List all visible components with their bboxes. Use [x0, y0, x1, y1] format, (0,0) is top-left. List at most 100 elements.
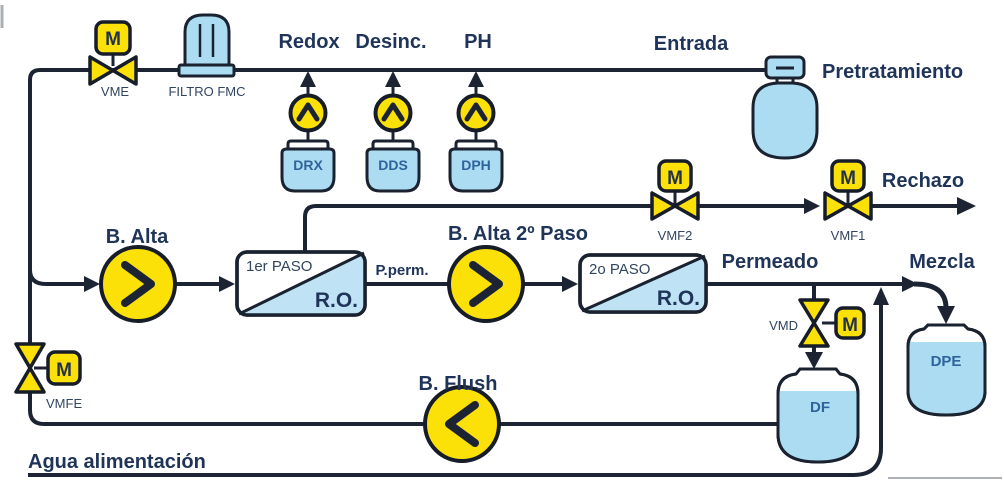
- ro-box-outline: [578, 253, 708, 314]
- label-vme: VME: [101, 84, 130, 99]
- dosing-tank-dph: [448, 147, 504, 193]
- pump-b-alta[interactable]: [99, 245, 177, 323]
- pipe-feed-rail-and-flush: [28, 68, 778, 426]
- motor-letter: M: [667, 168, 683, 189]
- flow-arrow: [468, 71, 484, 87]
- ro-diagonal: [238, 251, 365, 316]
- ro-module-2: 2o PASO R.O.: [578, 253, 708, 314]
- filter-base: [177, 63, 236, 78]
- ro-module-1: 1er PASO R.O.: [235, 250, 367, 317]
- valve-body: [798, 298, 830, 325]
- valve-body: [823, 191, 850, 221]
- label-ph: PH: [464, 31, 492, 53]
- tank-pretratamiento: [751, 55, 819, 160]
- ro2-title: 2o PASO: [589, 261, 650, 278]
- pump-chevron-right-icon: [121, 261, 155, 307]
- pipe-feed-branch: [28, 269, 84, 286]
- ro1-title: 1er PASO: [246, 258, 312, 275]
- pipe-concentrate-riser: [303, 204, 651, 252]
- flow-arrow: [873, 287, 889, 305]
- valve-vmfe[interactable]: M: [14, 342, 82, 394]
- filter-body: [183, 13, 231, 67]
- pump-body: [447, 245, 525, 323]
- ro2-ro-label: R.O.: [657, 287, 700, 310]
- filter-fmc: [177, 13, 236, 78]
- dosing-station-desinc[interactable]: DDS: [365, 71, 421, 193]
- flow-arrow: [937, 306, 955, 324]
- pump-chevron-up-icon: [464, 102, 488, 122]
- ro-diagonal: [581, 254, 706, 313]
- pump-chevron-up-icon: [296, 102, 320, 122]
- tank-body: [751, 81, 819, 160]
- motor-letter: M: [56, 360, 72, 381]
- pump-chevron-up-icon: [381, 102, 405, 122]
- ro1-ro-label: R.O.: [315, 289, 358, 312]
- motor-box: [830, 159, 866, 193]
- label-vmf2: VMF2: [658, 228, 693, 243]
- tank-df: DF: [776, 367, 860, 464]
- tank-label-dpe: DPE: [931, 353, 962, 370]
- label-b-alta-2: B. Alta 2º Paso: [448, 223, 588, 245]
- tank-lid: [371, 139, 415, 149]
- tank-label-dds: DDS: [378, 157, 408, 173]
- label-b-flush: B. Flush: [419, 373, 498, 395]
- dosing-pump[interactable]: [373, 93, 413, 133]
- motor-letter: M: [840, 168, 856, 189]
- valve-body: [798, 321, 830, 348]
- label-filtro-fmc: FILTRO FMC: [168, 84, 245, 99]
- flow-arrow: [219, 276, 235, 292]
- valve-vmf2[interactable]: M: [650, 159, 700, 221]
- label-mezcla: Mezcla: [909, 251, 975, 273]
- tank-outline: [776, 367, 860, 464]
- label-entrada: Entrada: [654, 33, 729, 55]
- flow-arrow: [902, 276, 918, 292]
- label-b-alta: B. Alta: [106, 226, 169, 248]
- dosing-station-ph[interactable]: DPH: [448, 71, 504, 193]
- valve-body: [111, 55, 138, 86]
- flow-arrow: [562, 276, 578, 292]
- valve-body: [14, 366, 46, 394]
- valve-body: [650, 191, 677, 221]
- dosing-pump[interactable]: [288, 93, 328, 133]
- motor-letter: M: [842, 315, 858, 336]
- ro-box-outline: [235, 250, 367, 317]
- label-p-perm: P.perm.: [375, 262, 428, 279]
- valve-body: [14, 342, 46, 370]
- valve-vmd[interactable]: M: [798, 298, 866, 348]
- label-agua-alimentacion: Agua alimentación: [28, 451, 206, 473]
- pump-b-alta-2[interactable]: [447, 245, 525, 323]
- flow-arrow: [804, 198, 820, 214]
- valve-body: [846, 191, 873, 221]
- dosing-pump[interactable]: [456, 93, 496, 133]
- motor-box: [834, 306, 866, 340]
- pump-body: [423, 385, 501, 463]
- flow-arrow: [84, 276, 100, 292]
- label-vmf1: VMF1: [831, 228, 866, 243]
- label-vmfe: VMFE: [46, 396, 82, 411]
- tank-lid: [454, 139, 498, 149]
- tank-label-drx: DRX: [293, 157, 323, 173]
- dosing-tank-dds: [365, 147, 421, 193]
- pump-chevron-right-icon: [469, 261, 503, 307]
- tank-label-dph: DPH: [461, 157, 491, 173]
- valve-vmf1[interactable]: M: [823, 159, 873, 221]
- dosing-station-redox[interactable]: DRX: [280, 71, 336, 193]
- motor-box: [657, 159, 693, 193]
- label-permeado: Permeado: [722, 251, 819, 273]
- motor-letter: M: [105, 29, 121, 50]
- pipe-mezcla-curve: [913, 281, 949, 309]
- pump-b-flush[interactable]: [423, 385, 501, 463]
- pump-body: [99, 245, 177, 323]
- label-redox: Redox: [278, 31, 339, 53]
- label-pretratamiento: Pretratamiento: [822, 61, 963, 83]
- valve-vme[interactable]: M: [88, 20, 138, 86]
- tank-dpe: DPE: [906, 323, 987, 417]
- pump-chevron-left-icon: [445, 401, 479, 447]
- tank-label-df: DF: [810, 399, 830, 416]
- flow-arrow: [300, 71, 316, 87]
- dosing-tank-drx: [280, 147, 336, 193]
- pipe-agua-alimentacion: [28, 304, 883, 477]
- valve-body: [88, 55, 115, 86]
- label-rechazo: Rechazo: [882, 170, 964, 192]
